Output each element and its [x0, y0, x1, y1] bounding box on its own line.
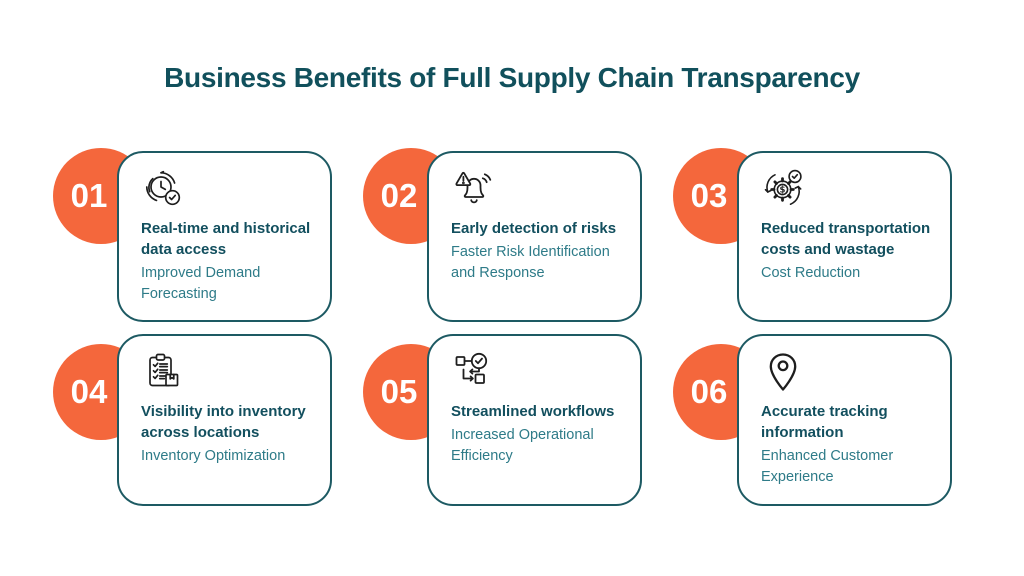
benefit-card-5: Streamlined workflows Increased Operatio…	[427, 334, 642, 506]
benefit-card-3: $ Reduced transportation costs and wasta…	[737, 151, 952, 322]
step-number: 04	[70, 373, 108, 410]
benefit-card-1: Real-time and historical data access Imp…	[117, 151, 332, 322]
benefit-card-6: Accurate tracking information Enhanced C…	[737, 334, 952, 506]
card-subtitle: Inventory Optimization	[141, 448, 286, 464]
workflow-icon	[451, 350, 495, 394]
svg-text:$: $	[780, 186, 786, 196]
card-subtitle: Faster Risk Identification and Response	[451, 244, 610, 281]
page-title: Business Benefits of Full Supply Chain T…	[164, 62, 860, 93]
cost-gear-icon: $	[761, 167, 805, 211]
card-title: Early detection of risks	[451, 220, 617, 237]
step-number: 05	[380, 373, 418, 410]
card-title: Streamlined workflows	[451, 403, 615, 420]
benefit-card-2: Early detection of risks Faster Risk Ide…	[427, 151, 642, 322]
card-subtitle: Improved Demand Forecasting	[141, 265, 261, 302]
location-pin-icon	[761, 350, 805, 394]
card-title: Accurate tracking information	[761, 403, 888, 441]
card-title: Real-time and historical data access	[141, 220, 311, 258]
step-number: 03	[690, 177, 728, 214]
step-number: 06	[690, 373, 728, 410]
card-title: Visibility into inventory across locatio…	[141, 403, 306, 441]
realtime-clock-icon	[141, 167, 185, 211]
card-subtitle: Cost Reduction	[761, 265, 861, 281]
card-subtitle: Increased Operational Efficiency	[451, 427, 594, 464]
inventory-checklist-icon	[141, 350, 185, 394]
step-number: 02	[380, 177, 418, 214]
card-title: Reduced transportation costs and wastage	[761, 220, 931, 258]
benefit-card-4: Visibility into inventory across locatio…	[117, 334, 332, 506]
alert-bell-icon	[451, 167, 495, 211]
step-number: 01	[70, 177, 108, 214]
card-subtitle: Enhanced Customer Experience	[761, 448, 894, 485]
